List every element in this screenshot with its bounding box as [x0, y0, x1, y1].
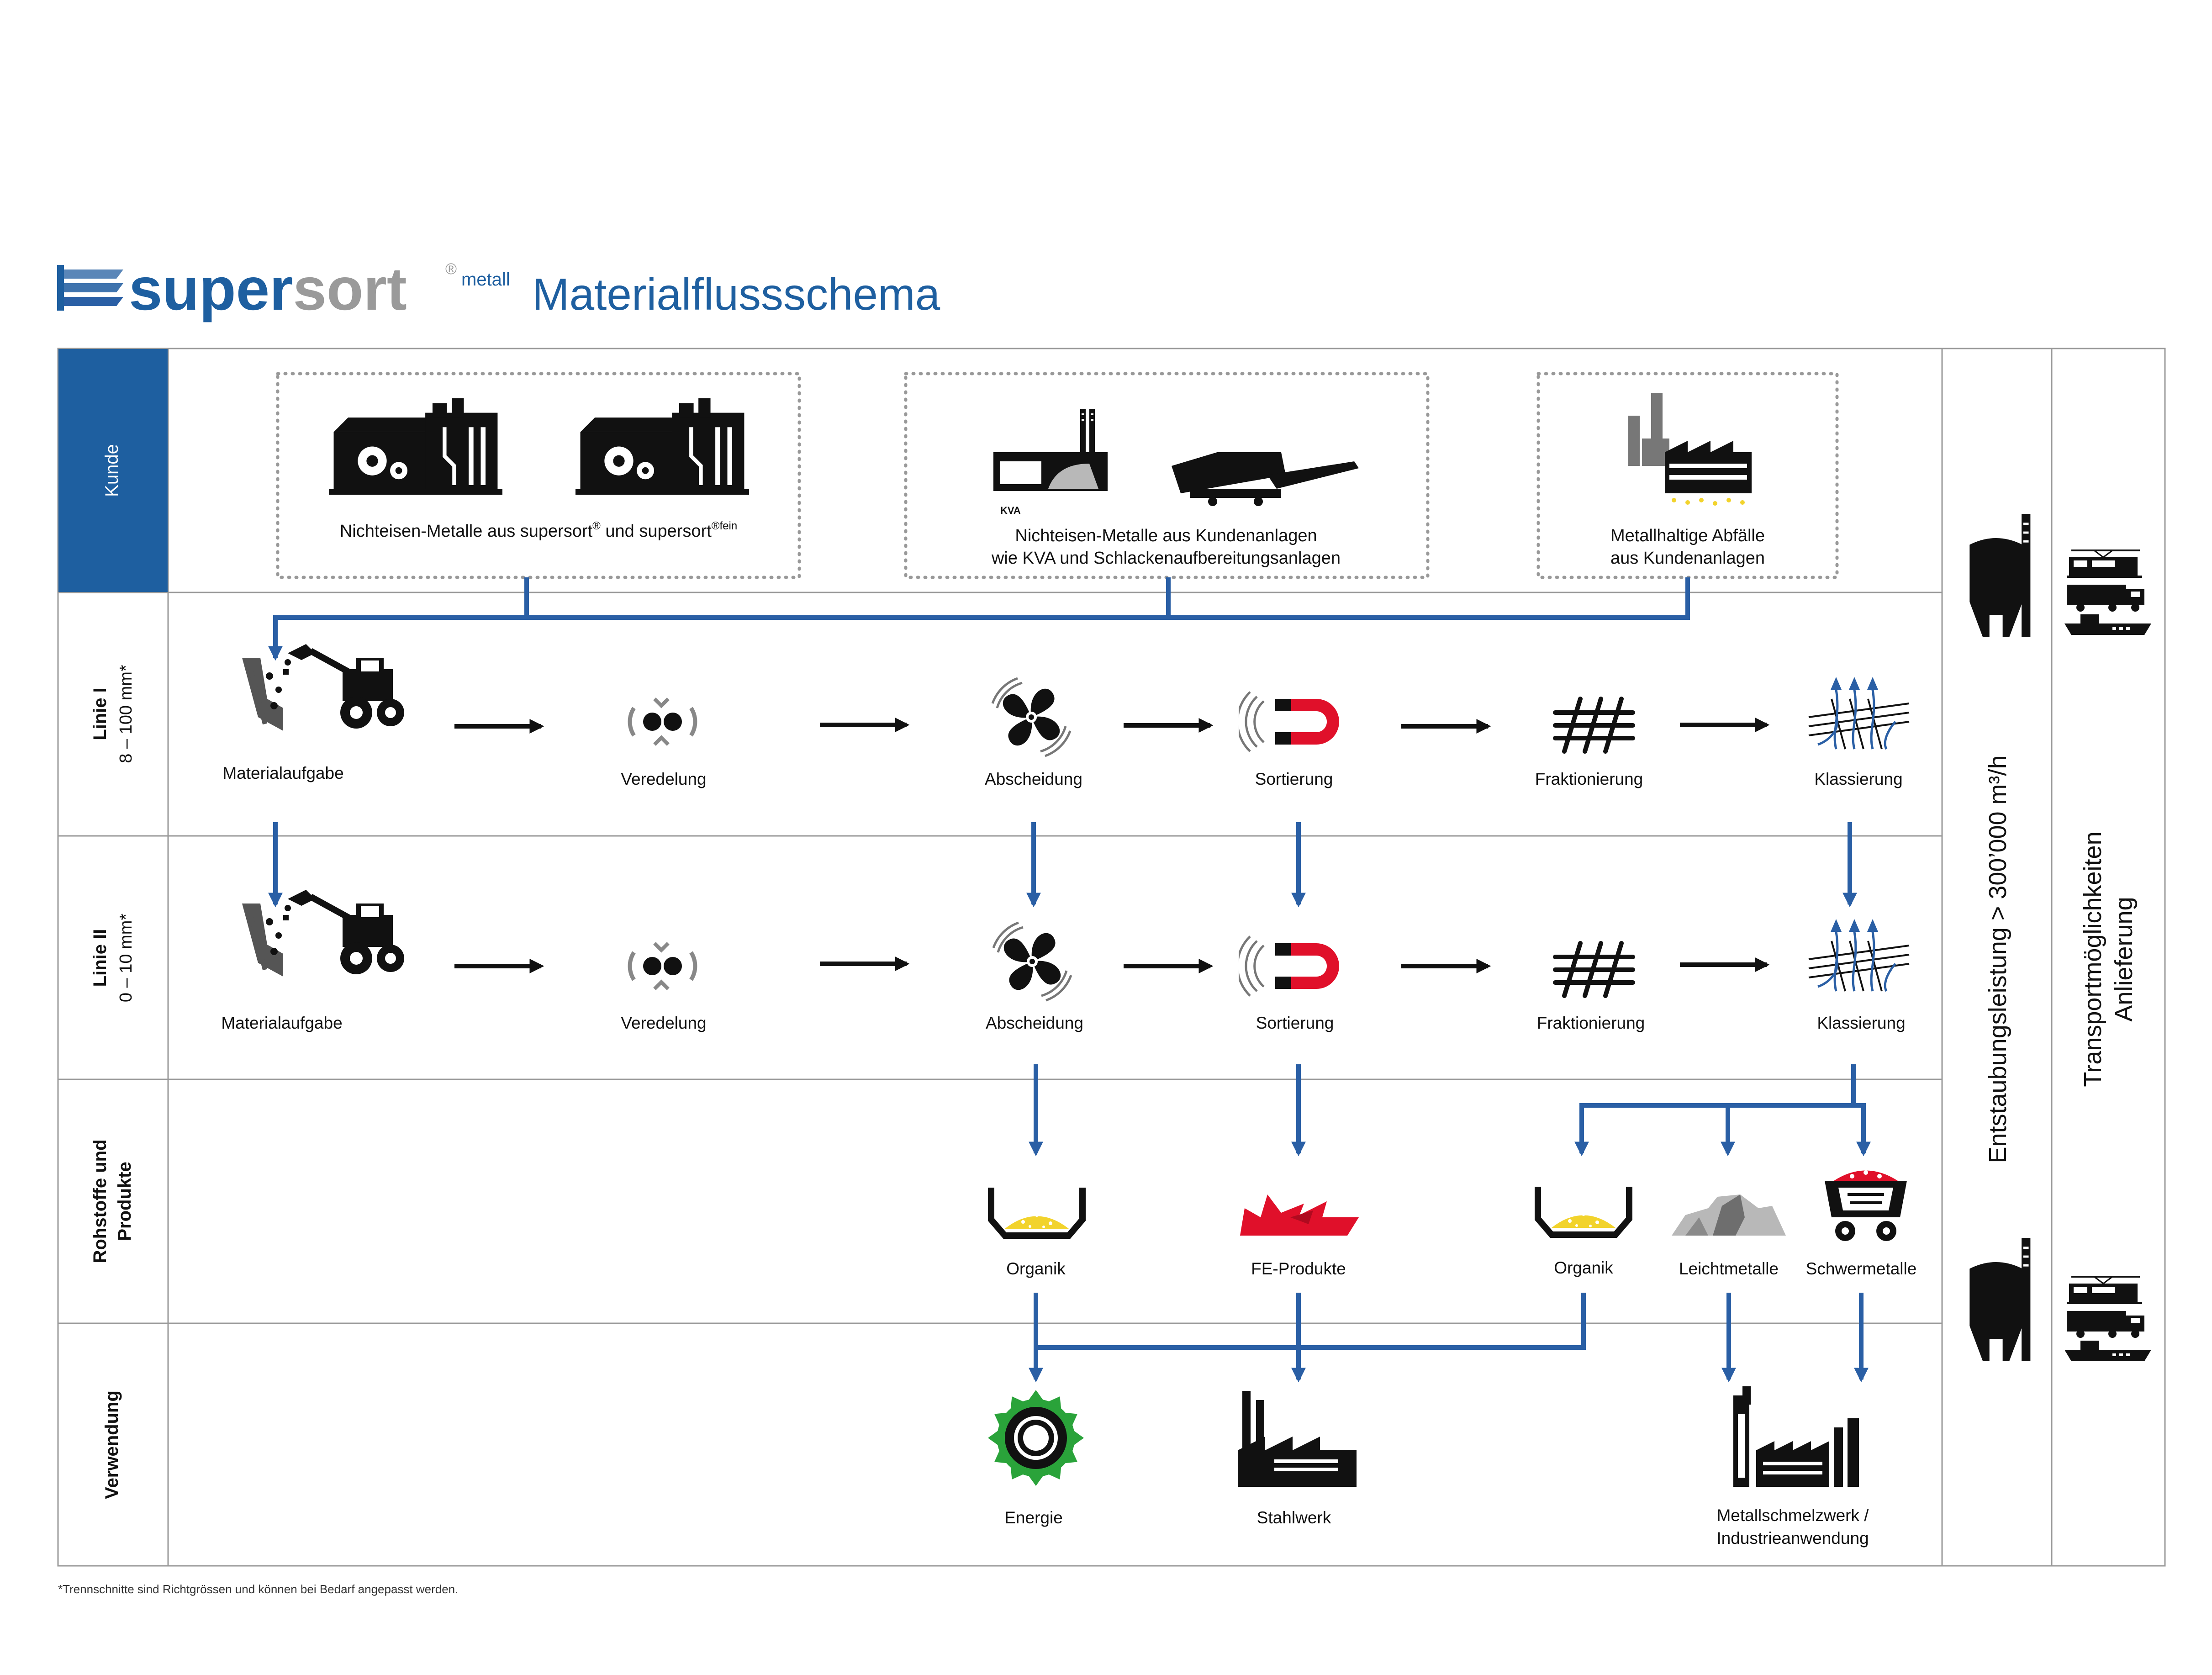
svg-text:Rohstoffe und: Rohstoffe und: [90, 1139, 110, 1263]
svg-text:Transportmöglichkeiten: Transportmöglichkeiten: [2079, 831, 2106, 1087]
kunde-feed-arrows: [268, 577, 1690, 661]
product-label: Organik: [1006, 1259, 1066, 1278]
linie1-step: Abscheidung: [985, 770, 1082, 788]
brand-sort: sort: [293, 255, 407, 322]
linie1-row: Materialaufgabe Veredelung Abscheidung S…: [222, 644, 1909, 788]
dedusting-silo-icon: [1969, 1238, 2031, 1361]
supersort-fein-plant-icon: [575, 398, 749, 495]
factory-icon: [1628, 393, 1752, 506]
brand-metall: metall: [461, 269, 510, 290]
linie1-step: Veredelung: [621, 770, 706, 788]
usage-label-energie: Energie: [1004, 1508, 1063, 1527]
sieve-grid-icon: [1555, 943, 1633, 996]
svg-text:Nichteisen-Metalle aus Kundena: Nichteisen-Metalle aus Kundenanlagen: [1015, 526, 1317, 545]
product-label: Schwermetalle: [1806, 1259, 1917, 1278]
kunde-box-kundenanlagen: KVA Nichteisen-Metalle aus Kundenanlagen…: [904, 372, 1430, 579]
linie2-row: Materialaufgabe Veredelung Abscheidung S…: [221, 890, 1909, 1032]
fan-separator-icon: [992, 678, 1070, 756]
dedusting-capacity: Entstaubungsleistung > 300’000 m³/h: [1984, 755, 2011, 1163]
product-label: FE-Produkte: [1251, 1259, 1346, 1278]
loader-icon: [242, 890, 404, 977]
linie2-flow-arrows: [454, 956, 1770, 974]
linie1-step: Fraktionierung: [1535, 770, 1643, 788]
organic-tray-icon: [991, 1188, 1082, 1236]
row-label-linie2: Linie II 0 – 10 mm*: [90, 914, 136, 1003]
table-frame: [57, 348, 2166, 1567]
svg-text:Linie II: Linie II: [90, 929, 110, 987]
footnote: *Trennschnitte sind Richtgrössen und kön…: [58, 1582, 458, 1596]
row-label-kunde: Kunde: [102, 444, 122, 497]
transport-icon: [2064, 550, 2152, 636]
loader-icon: [242, 644, 404, 731]
kva-plant-icon: [993, 409, 1108, 491]
svg-text:aus Kundenanlagen: aus Kundenanlagen: [1610, 549, 1765, 568]
row-label-rohstoffe: Rohstoffe und Produkte: [90, 1139, 135, 1263]
sieve-grid-icon: [1555, 699, 1633, 751]
products-to-usage-arrows: [1028, 1293, 1869, 1383]
svg-text:wie KVA und Schlackenaufbereit: wie KVA und Schlackenaufbereitungsanlage…: [991, 549, 1341, 568]
light-metals-icon: [1672, 1194, 1786, 1236]
usage-row: Energie Stahlwerk Metallschmelzwerk / In…: [988, 1386, 1869, 1548]
kunde-box-supersort: Nichteisen-Metalle aus supersort® und su…: [276, 372, 801, 579]
refinement-icon: [630, 699, 695, 745]
linie2-to-products-arrows: [1028, 1064, 1871, 1157]
page-title: Materialflussschema: [532, 269, 940, 319]
product-label: Leichtmetalle: [1679, 1259, 1779, 1278]
brand-reg: ®: [445, 260, 457, 278]
usage-label-schmelz: Metallschmelzwerk /: [1716, 1506, 1869, 1525]
energy-turbine-icon: [988, 1390, 1084, 1486]
side-transport-column: Transportmöglichkeiten Anlieferung: [2064, 550, 2152, 1362]
row-label-linie1: Linie I 8 – 100 mm*: [90, 665, 136, 763]
magnet-icon: [1237, 692, 1339, 751]
mine-cart-icon: [1825, 1170, 1907, 1241]
dedusting-silo-icon: [1969, 514, 2031, 637]
svg-text:supersort: supersort: [129, 255, 407, 322]
brand-super: super: [129, 255, 293, 322]
svg-text:8 – 100 mm*: 8 – 100 mm*: [116, 665, 136, 763]
slag-conveyor-icon: [1172, 452, 1359, 506]
classifier-icon: [1809, 677, 1909, 749]
product-label: Organik: [1554, 1258, 1613, 1277]
supersort-plant-icon: [329, 398, 502, 495]
linie2-step: Abscheidung: [986, 1014, 1083, 1032]
steelworks-icon: [1238, 1391, 1357, 1487]
row-label-verwendung: Verwendung: [102, 1390, 122, 1499]
linie2-step: Veredelung: [621, 1014, 706, 1032]
linie1-to-linie2-arrows: [268, 822, 1858, 908]
kunde-header-cell: [58, 349, 168, 592]
kunde-box-abfaelle: Metallhaltige Abfälle aus Kundenanlagen: [1536, 372, 1839, 579]
fan-separator-icon: [993, 923, 1071, 1000]
magnet-icon: [1237, 936, 1339, 996]
svg-text:Metallhaltige Abfälle: Metallhaltige Abfälle: [1610, 526, 1765, 545]
svg-text:Linie I: Linie I: [90, 687, 110, 740]
products-row: Organik FE-Produkte Organik Leichtmetall…: [991, 1170, 1916, 1278]
refinement-icon: [630, 943, 695, 989]
kva-tag: KVA: [1000, 505, 1021, 516]
classifier-icon: [1809, 919, 1909, 991]
linie2-step: Fraktionierung: [1537, 1014, 1645, 1032]
linie1-flow-arrows: [454, 717, 1770, 734]
linie2-step: Klassierung: [1817, 1014, 1905, 1032]
svg-text:Produkte: Produkte: [115, 1162, 135, 1241]
side-dedusting-column: Entstaubungsleistung > 300’000 m³/h: [1969, 514, 2031, 1361]
usage-label-schmelz: Industrieanwendung: [1716, 1529, 1869, 1548]
linie2-step: Sortierung: [1256, 1014, 1334, 1032]
brand-logo: supersort ® metall: [57, 255, 510, 322]
organic-tray-icon: [1538, 1187, 1629, 1235]
linie1-step: Materialaufgabe: [222, 764, 343, 782]
transport-icon: [2064, 1276, 2152, 1362]
smelter-icon: [1733, 1386, 1859, 1487]
svg-text:Anlieferung: Anlieferung: [2110, 897, 2138, 1021]
linie1-step: Klassierung: [1814, 770, 1902, 788]
fe-scrap-icon: [1240, 1194, 1359, 1236]
usage-label-stahlwerk: Stahlwerk: [1257, 1508, 1331, 1527]
linie2-step: Materialaufgabe: [221, 1014, 342, 1032]
logo-stripes-icon: [57, 265, 123, 311]
svg-text:Nichteisen-Metalle aus superso: Nichteisen-Metalle aus supersort® und su…: [340, 520, 737, 541]
linie1-step: Sortierung: [1255, 770, 1333, 788]
svg-text:0 – 10 mm*: 0 – 10 mm*: [116, 914, 136, 1003]
